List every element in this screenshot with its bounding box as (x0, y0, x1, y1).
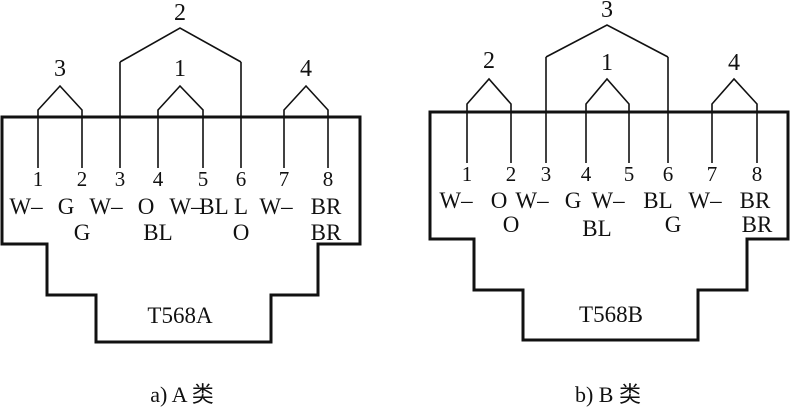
pin-number: 7 (279, 167, 290, 191)
pin-number: 1 (462, 162, 473, 186)
wire-color-label: W– (439, 188, 473, 213)
wire-color-label: BR (740, 188, 771, 213)
pin-number: 7 (707, 162, 718, 186)
connector-a-pair-brackets (37, 27, 329, 117)
connector-a-pair-label: 3 (54, 56, 66, 82)
wire-color-label: BR (311, 194, 342, 219)
pin-number: 6 (236, 167, 247, 191)
wire-color-label: BR (311, 220, 342, 245)
connector-a-model: T568A (147, 303, 213, 328)
pin-number: 5 (624, 162, 635, 186)
wire-color-label: G (665, 212, 682, 237)
wire-color-label: O (138, 194, 155, 219)
connector-b-caption: b) B 类 (575, 382, 641, 407)
connector-a-outline (0, 115, 362, 344)
wire-color-label: W– (89, 194, 123, 219)
wire-color-label: W– (591, 188, 625, 213)
pin-number: 8 (323, 167, 334, 191)
wire-color-label: BL (143, 220, 172, 245)
wire-color-label: BL (582, 216, 611, 241)
pin-number: 6 (663, 162, 674, 186)
connector-b-color-row2: O BL G BR (503, 212, 773, 241)
connector-b-pair-label: 4 (728, 50, 740, 76)
connector-a-pair-label: 1 (174, 56, 186, 82)
wire-color-label: G (58, 194, 75, 219)
connector-b-pair-label: 3 (601, 0, 613, 23)
wire-color-label: G (74, 220, 91, 245)
pin-number: 3 (541, 162, 552, 186)
connector-a-pair-label: 2 (174, 0, 186, 26)
pin-number: 2 (77, 167, 88, 191)
connector-b-pin-numbers: 1 2 3 4 5 6 7 8 (462, 162, 763, 186)
connector-b-color-row1: W– O W– G W– BL W– BR (439, 188, 771, 213)
wire-color-label: G (565, 188, 582, 213)
wire-color-label: BL (643, 188, 672, 213)
wire-color-label: BL (199, 194, 228, 219)
wire-color-label: W– (259, 194, 293, 219)
connector-a-color-row1: W– G W– O W– BL L W– BR (9, 194, 342, 219)
pin-number: 3 (115, 167, 126, 191)
connector-a-wires (37, 62, 329, 168)
wire-color-label: W– (515, 188, 549, 213)
wire-color-label: O (491, 188, 508, 213)
connector-b-outline (428, 110, 790, 342)
pin-number: 4 (153, 167, 164, 191)
wire-color-label: O (233, 220, 250, 245)
connector-a-pin-numbers: 1 2 3 4 5 6 7 8 (33, 167, 334, 191)
connector-a-color-row2: G BL O BR (74, 220, 342, 245)
wire-color-label: BR (742, 212, 773, 237)
connector-a-caption: a) A 类 (150, 382, 214, 407)
connector-a: 3 2 1 4 1 2 3 4 5 6 7 8 W– G W– O W– BL … (0, 0, 362, 407)
connector-b-model: T568B (579, 302, 643, 327)
wire-color-label: O (503, 212, 520, 237)
pin-number: 4 (581, 162, 592, 186)
connector-b-pair-label: 1 (601, 50, 613, 76)
connector-a-pair-label: 4 (300, 56, 312, 82)
wire-color-label: W– (169, 194, 203, 219)
connector-b: 2 3 1 4 1 2 3 4 5 6 7 8 W– O W– G W– BL … (428, 0, 790, 407)
pin-number: 2 (506, 162, 517, 186)
pin-number: 8 (752, 162, 763, 186)
connector-b-wires (466, 57, 758, 163)
wire-color-label: W– (9, 194, 43, 219)
wire-color-label: W– (688, 188, 722, 213)
connector-b-pair-brackets (466, 24, 758, 112)
pin-number: 1 (33, 167, 44, 191)
wire-color-label: L (234, 194, 248, 219)
pin-number: 5 (198, 167, 209, 191)
connector-b-pair-label: 2 (483, 48, 495, 74)
